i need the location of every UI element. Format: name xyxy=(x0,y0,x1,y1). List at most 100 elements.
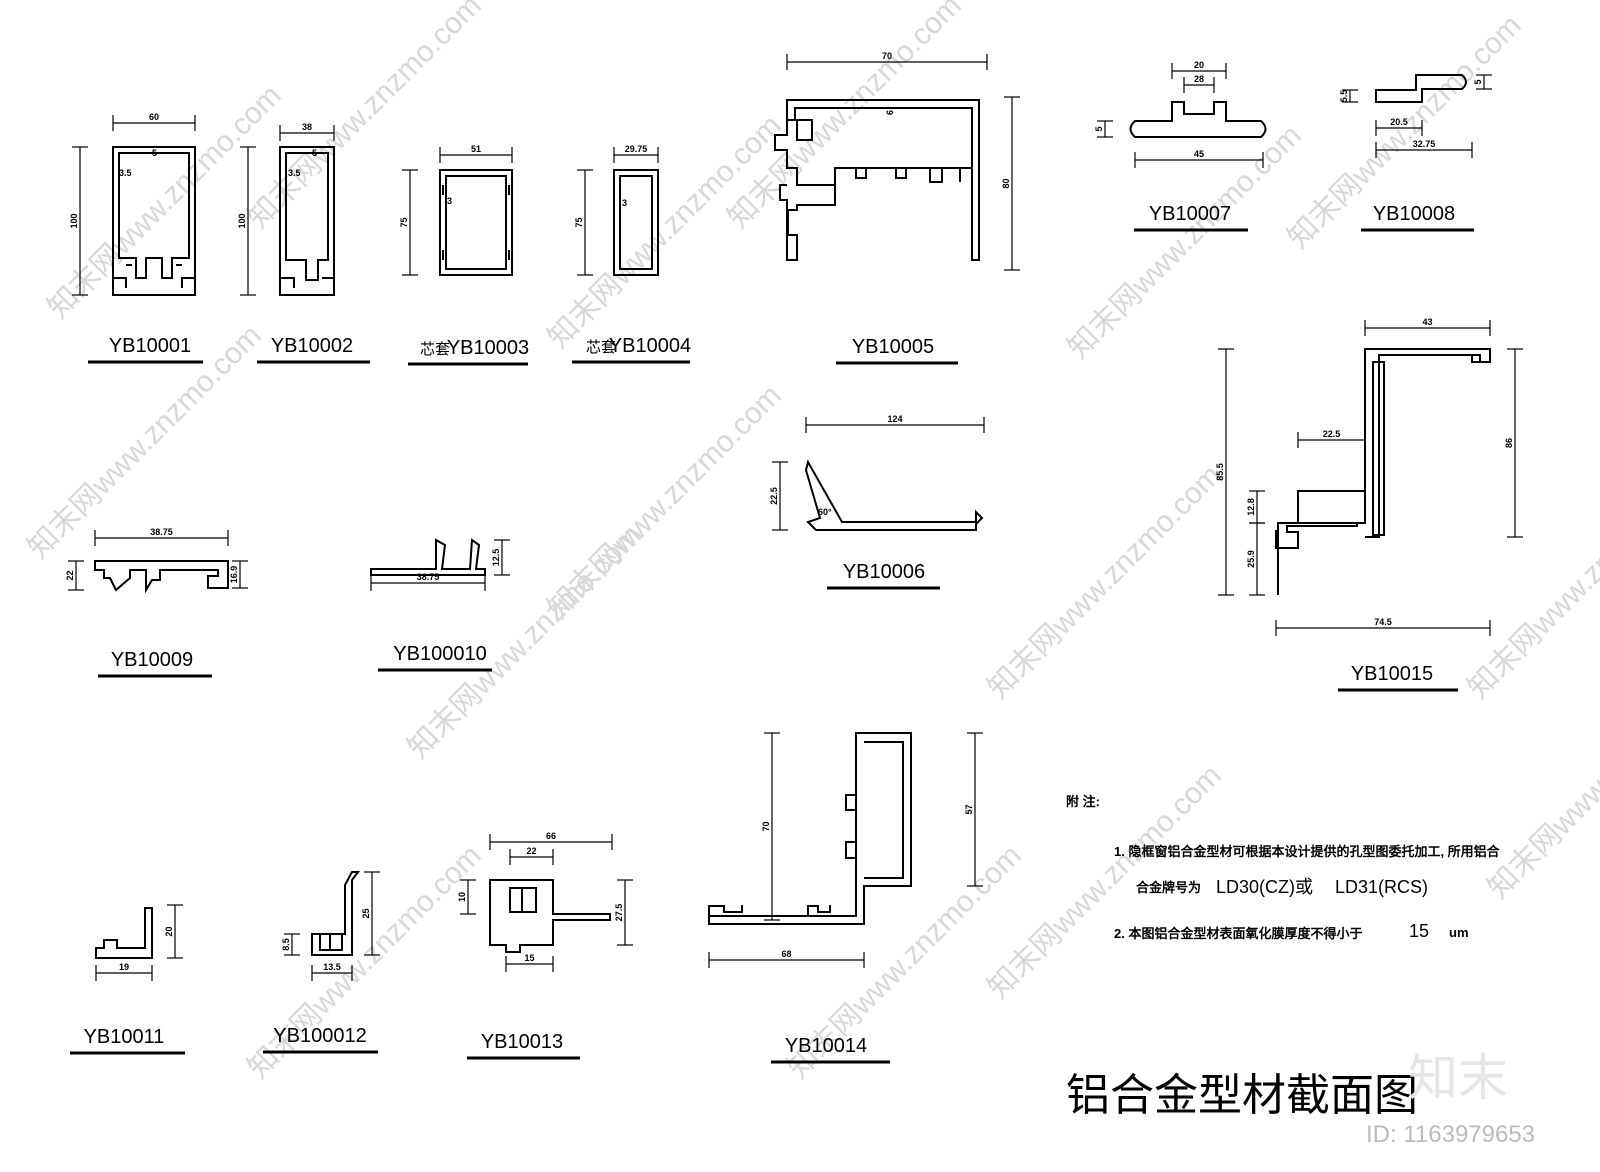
profile-label-yb10003: YB10003 xyxy=(447,337,529,359)
notes-thickness: 15 xyxy=(1409,921,1429,941)
profile-yb10006-shape xyxy=(804,459,984,531)
profile-prefix-label: 芯套 xyxy=(420,341,450,358)
dimension-value: 51 xyxy=(471,144,481,154)
profile-yb10009-shape xyxy=(94,560,229,594)
dimension-value: 32.75 xyxy=(1413,139,1436,149)
profile-label-yb10005: YB10005 xyxy=(852,336,934,358)
dimension-value: 85.5 xyxy=(1215,463,1225,481)
profile-label-yb10011: YB10011 xyxy=(84,1026,165,1048)
dimension-value: 10 xyxy=(457,892,467,902)
dimension-value: 5 xyxy=(152,148,157,158)
dimension-value: 5.5 xyxy=(1339,90,1349,103)
drawing-title: 铝合金型材截面图 xyxy=(1066,1070,1418,1121)
profile-label-yb100010: YB100010 xyxy=(393,643,486,665)
profile-label-yb10007: YB10007 xyxy=(1149,203,1231,225)
dimension-value: 80 xyxy=(1001,178,1011,188)
notes-heading: 附 注: xyxy=(1066,794,1100,809)
dimension-value: 12.8 xyxy=(1246,498,1256,516)
dimension-value: 8.5 xyxy=(281,938,291,951)
dimensions-yb10008: 20.532.755.55 xyxy=(1339,74,1492,158)
dimension-value: 20 xyxy=(1194,60,1204,70)
dimension-value: 25 xyxy=(361,908,371,918)
profile-label-yb10015: YB10015 xyxy=(1351,663,1433,685)
dimension-value: 38.75 xyxy=(150,527,173,537)
dimension-value: 70 xyxy=(882,51,892,61)
dimensions-yb10004: 29.75 75 3 xyxy=(574,144,659,276)
notes-block: 附 注: 1. 隐框窗铝合金型材可根据本设计提供的孔型图委托加工, 所用铝合 合… xyxy=(1066,794,1501,941)
dimension-value: 68 xyxy=(781,949,791,959)
notes-grade-2: LD31(RCS) xyxy=(1335,877,1428,897)
profile-yb10002-shape xyxy=(279,146,335,296)
profile-yb10015-shape xyxy=(1275,348,1491,595)
dimensions-yb10009: 38.75 22 16.9 xyxy=(65,527,248,591)
profile-yb10007-shape xyxy=(1129,101,1267,138)
dimension-value: 75 xyxy=(399,217,409,227)
watermark-text: 知末网www.znzmo.com xyxy=(1482,659,1600,905)
profile-yb10004-shape xyxy=(613,169,659,276)
profile-yb10001-shape xyxy=(112,146,196,296)
profile-yb10012-shape xyxy=(311,871,360,956)
dimension-value: 13.5 xyxy=(323,962,341,972)
image-id: ID: 1163979653 xyxy=(1366,1121,1535,1148)
dimension-value: 3 xyxy=(622,198,627,208)
notes-unit: um xyxy=(1449,925,1469,940)
dimension-value: 22 xyxy=(65,570,75,580)
profile-shapes xyxy=(94,74,1491,959)
dimension-value: 22 xyxy=(526,846,536,856)
dimension-value: 25.9 xyxy=(1246,550,1256,568)
profile-label-yb10008: YB10008 xyxy=(1373,203,1455,225)
profile-label-yb10002: YB10002 xyxy=(271,335,353,357)
dimension-value: 75 xyxy=(574,217,584,227)
dimension-value: 100 xyxy=(69,213,79,228)
profile-yb10013-shape xyxy=(489,879,611,953)
profile-label-yb10004: YB10004 xyxy=(609,335,691,357)
dimension-value: 5 xyxy=(1094,126,1104,131)
dimension-value: 29.75 xyxy=(625,144,648,154)
dimensions-yb10014: 70 57 68 xyxy=(708,732,983,968)
notes-line-1: 1. 隐框窗铝合金型材可根据本设计提供的孔型图委托加工, 所用铝合 xyxy=(1114,844,1501,859)
dimension-value: 57 xyxy=(964,804,974,814)
watermark-text: 知末网www.znzmo.com xyxy=(542,109,788,355)
profile-label-yb10013: YB10013 xyxy=(481,1031,563,1053)
watermark-text: 知末网www.znzmo.com xyxy=(1462,459,1600,705)
dimension-value: 60° xyxy=(818,507,832,517)
dimension-value: 6 xyxy=(885,110,895,115)
notes-grade-1: LD30(CZ)或 xyxy=(1216,877,1313,897)
dimensions-yb100012: 13.5 25 8.5 xyxy=(281,871,380,981)
profile-yb10008-shape xyxy=(1375,74,1467,103)
dimension-value: 19 xyxy=(119,962,129,972)
dimension-value: 43 xyxy=(1422,317,1432,327)
dimension-value: 27.5 xyxy=(614,904,624,922)
dimension-value: 20.5 xyxy=(1390,117,1408,127)
notes-line-3: 2. 本图铝合金型材表面氧化膜厚度不得小于 xyxy=(1114,926,1362,941)
profile-yb10011-shape xyxy=(95,907,153,959)
profile-yb10010-shape xyxy=(370,538,486,576)
dimension-value: 45 xyxy=(1194,149,1204,159)
dimension-value: 66 xyxy=(546,831,556,841)
dimension-value: 70 xyxy=(761,821,771,831)
dimension-value: 5 xyxy=(312,148,317,158)
dimensions-yb10003: 51 75 3 xyxy=(399,144,513,276)
brand-watermark: 知末 xyxy=(1408,1049,1508,1107)
profile-label-yb10009: YB10009 xyxy=(111,649,193,671)
notes-line-2-prefix: 合金牌号为 xyxy=(1136,880,1201,895)
dimension-value: 74.5 xyxy=(1374,617,1392,627)
dimension-value: 3 xyxy=(447,196,452,206)
watermark-text: 知末网www.znzmo.com xyxy=(402,519,648,765)
dimension-value: 16.9 xyxy=(229,566,239,584)
profile-label-yb10014: YB10014 xyxy=(785,1035,867,1057)
dimension-value: 124 xyxy=(887,414,902,424)
profile-label-yb10001: YB10001 xyxy=(109,335,191,357)
dimension-value: 60 xyxy=(149,112,159,122)
watermark-text: 知末网www.znzmo.com xyxy=(242,839,488,1085)
